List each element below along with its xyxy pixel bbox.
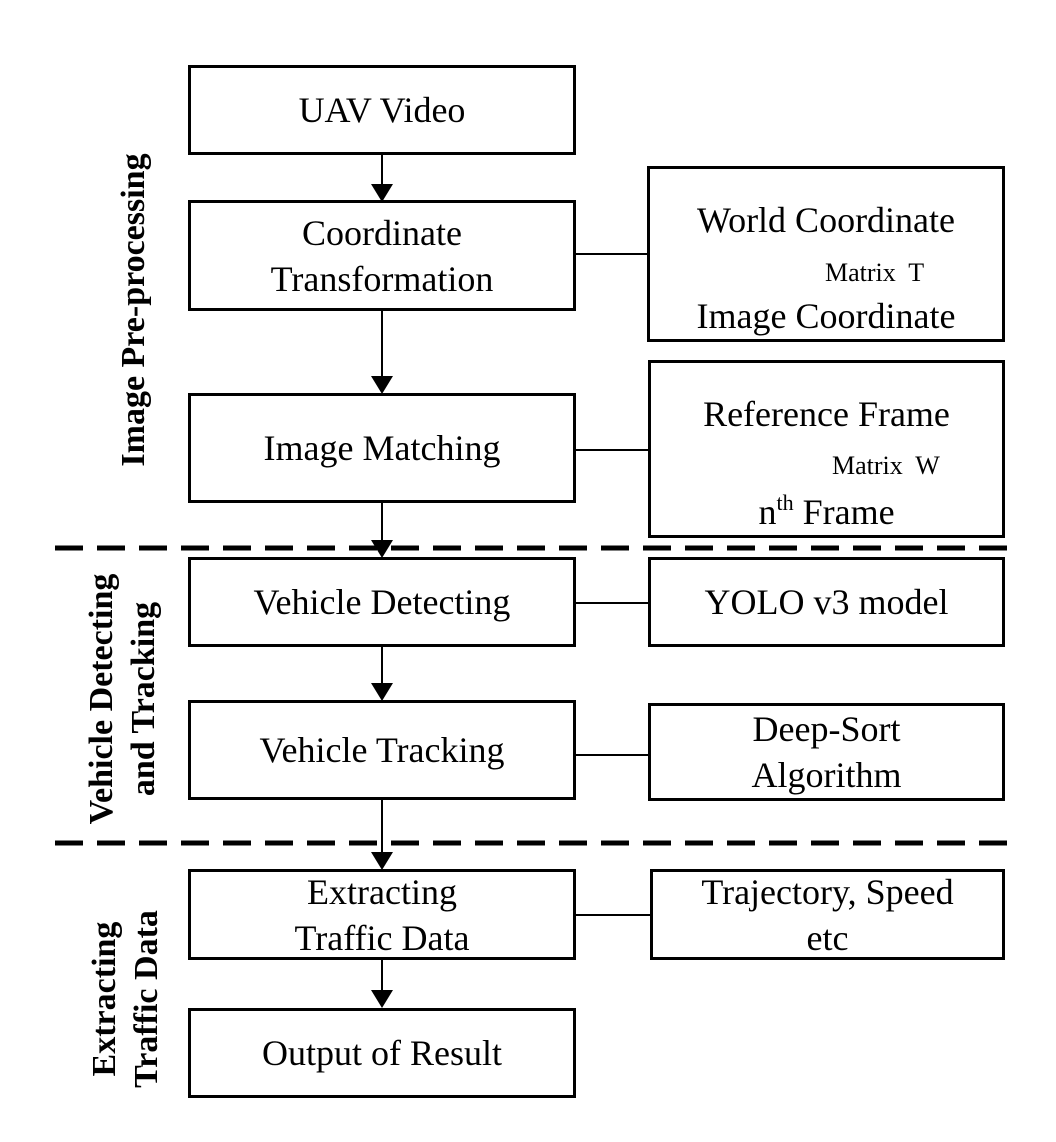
step-label: Extracting [307,871,457,912]
step-label: Traffic Data [294,917,470,958]
detail-trajectory-speed: Trajectory, Speed etc [650,869,1005,960]
step-vehicle-tracking: Vehicle Tracking [188,700,576,800]
detail-yolo: YOLO v3 model [648,557,1005,647]
step-output-of-result: Output of Result [188,1008,576,1098]
step-image-matching: Image Matching [188,393,576,503]
section-label-text: Vehicle Detecting [83,573,120,825]
image-coordinate-label: Image Coordinate [696,296,956,336]
deep-sort-label: Algorithm [751,755,902,795]
trajectory-label: etc [806,917,849,958]
step-extracting-traffic-data: Extracting Traffic Data [188,869,576,960]
section-label-text: Extracting [86,921,123,1077]
step-vehicle-detecting: Vehicle Detecting [188,557,576,647]
detail-deep-sort: Deep-Sort Algorithm [648,703,1005,801]
deep-sort-label: Deep-Sort [752,709,901,749]
step-label: Transformation [270,258,494,299]
section-label-text: Traffic Data [128,910,165,1088]
section-label-text: and Tracking [125,601,162,797]
section-label-text: Image Pre-processing [115,153,152,467]
arrowhead [371,540,393,558]
step-label: Output of Result [262,1033,502,1073]
nth-frame-label: nth Frame [651,489,1002,540]
arrowhead [371,852,393,870]
matrix-w-label: Matrix W [832,451,940,480]
arrowhead [371,184,393,202]
step-label: UAV Video [298,90,466,130]
section-label-preprocessing: Image Pre-processing [113,110,155,510]
step-coordinate-transformation: Coordinate Transformation [188,200,576,311]
detail-frame-mapping: Reference Frame Matrix W nth Frame [648,360,1005,538]
trajectory-label: Trajectory, Speed [701,871,954,912]
arrowhead [371,683,393,701]
section-label-extracting: Extracting Traffic Data [84,869,168,1129]
nth-frame-text: Frame [793,492,895,532]
world-coordinate-label: World Coordinate [696,200,956,240]
step-uav-video: UAV Video [188,65,576,155]
step-label: Vehicle Tracking [259,730,505,770]
step-label: Coordinate [302,212,462,253]
nth-superscript: th [776,490,794,515]
arrowhead [371,990,393,1008]
section-label-detecting: Vehicle Detecting and Tracking [81,564,165,834]
yolo-label: YOLO v3 model [704,582,949,622]
arrowhead [371,376,393,394]
reference-frame-label: Reference Frame [703,394,950,434]
step-label: Image Matching [263,428,501,468]
step-label: Vehicle Detecting [253,582,511,622]
detail-coordinate-mapping: World Coordinate Matrix T Image Coordina… [647,166,1005,342]
matrix-t-label: Matrix T [825,258,925,287]
nth-n: n [758,492,777,532]
